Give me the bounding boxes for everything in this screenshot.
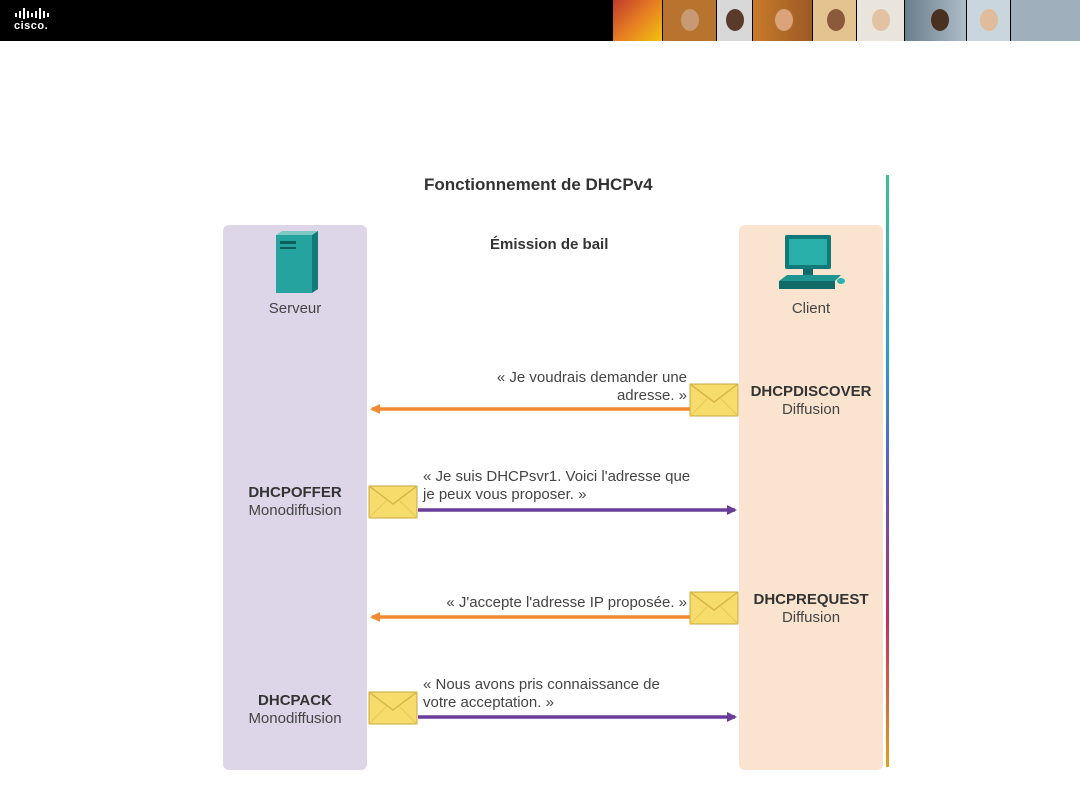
photo-tile bbox=[716, 0, 753, 41]
discover-message-text: « Je voudrais demander une adresse. » bbox=[420, 369, 687, 405]
header-bar: cisco. bbox=[0, 0, 1080, 41]
message-name: DHCPDISCOVER bbox=[750, 383, 872, 400]
message-mode: Monodiffusion bbox=[248, 502, 342, 519]
server-label: Serveur bbox=[268, 300, 322, 317]
message-name: DHCPACK bbox=[258, 692, 332, 709]
message-text-line: adresse. » bbox=[616, 387, 687, 404]
server-column bbox=[223, 225, 367, 770]
photo-tile bbox=[904, 0, 967, 41]
offer-message-text: « Je suis DHCPsvr1. Voici l'adresse que … bbox=[423, 468, 733, 504]
message-name: DHCPREQUEST bbox=[753, 591, 869, 608]
decorative-rule bbox=[886, 175, 889, 767]
envelope-icon bbox=[689, 383, 739, 417]
client-column bbox=[739, 225, 883, 770]
header-photo-strip bbox=[612, 0, 1080, 41]
cisco-logo: cisco. bbox=[14, 7, 74, 35]
envelope-icon bbox=[368, 691, 418, 725]
message-mode: Diffusion bbox=[781, 401, 841, 418]
client-label: Client bbox=[791, 300, 831, 317]
dhcpack-label: DHCPACK Monodiffusion bbox=[223, 692, 367, 728]
photo-tile bbox=[662, 0, 716, 41]
message-text-line: « Je voudrais demander une bbox=[496, 369, 687, 386]
message-mode: Diffusion bbox=[781, 609, 841, 626]
computer-icon bbox=[779, 235, 845, 289]
server-icon bbox=[276, 231, 318, 293]
dhcpdiscover-label: DHCPDISCOVER Diffusion bbox=[739, 383, 883, 419]
photo-tile bbox=[812, 0, 857, 41]
photo-tile bbox=[966, 0, 1011, 41]
message-text-line: « J'accepte l'adresse IP proposée. » bbox=[446, 594, 687, 611]
dhcprequest-label: DHCPREQUEST Diffusion bbox=[739, 591, 883, 627]
photo-tile bbox=[856, 0, 905, 41]
diagram-title: Fonctionnement de DHCPv4 bbox=[424, 175, 653, 194]
message-text-line: votre acceptation. » bbox=[423, 694, 554, 711]
message-text-line: « Je suis DHCPsvr1. Voici l'adresse que bbox=[423, 468, 691, 485]
envelope-icon bbox=[689, 591, 739, 625]
request-message-text: « J'accepte l'adresse IP proposée. » bbox=[400, 594, 687, 612]
envelope-icon bbox=[368, 485, 418, 519]
ack-message-text: « Nous avons pris connaissance de votre … bbox=[423, 676, 733, 712]
photo-tile bbox=[752, 0, 813, 41]
message-name: DHCPOFFER bbox=[248, 484, 342, 501]
message-mode: Monodiffusion bbox=[248, 710, 342, 727]
message-text-line: « Nous avons pris connaissance de bbox=[423, 676, 660, 693]
cisco-bridge-icon bbox=[15, 8, 49, 19]
message-text-line: je peux vous proposer. » bbox=[423, 486, 587, 503]
dhcpoffer-label: DHCPOFFER Monodiffusion bbox=[223, 484, 367, 520]
photo-tile bbox=[1010, 0, 1080, 41]
logo-text: cisco. bbox=[14, 20, 49, 32]
photo-tile bbox=[612, 0, 663, 41]
diagram-subtitle: Émission de bail bbox=[490, 236, 609, 253]
